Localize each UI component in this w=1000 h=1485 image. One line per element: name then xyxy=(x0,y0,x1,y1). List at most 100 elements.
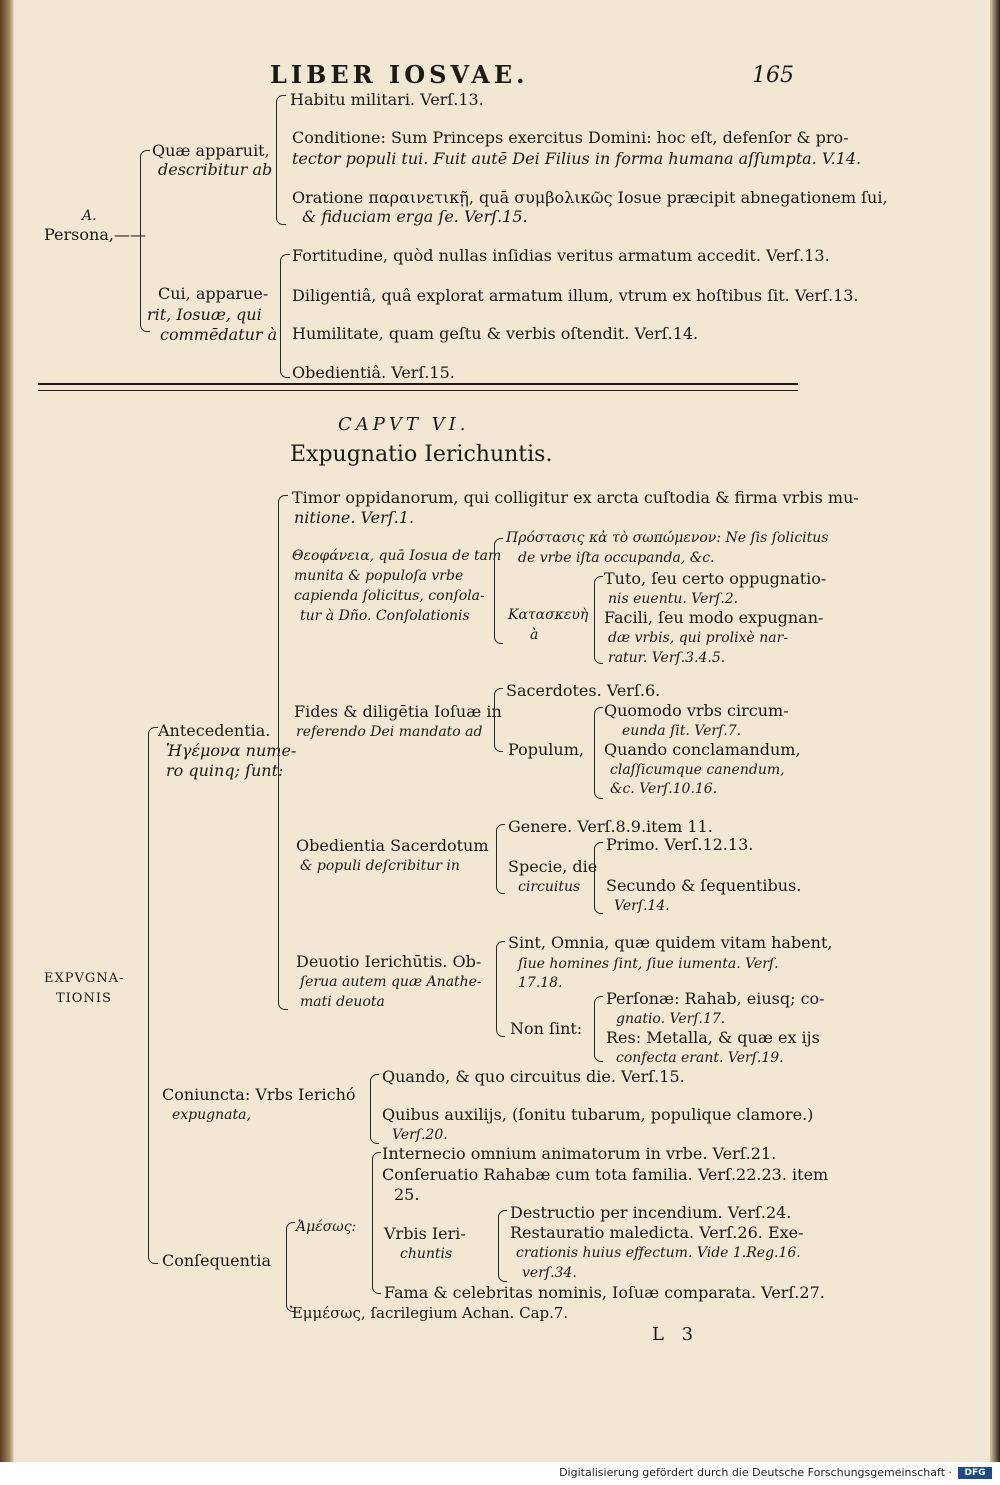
bracket-expugnationis xyxy=(148,727,158,1264)
cui-label-2: rit, Iosuæ, qui xyxy=(147,305,262,324)
fama: Fama & celebritas nominis, Ioſuæ compara… xyxy=(384,1283,825,1302)
vrbis-1: Vrbis Ieri- xyxy=(384,1224,466,1243)
res-1: Res: Metalla, & quæ ex ijs xyxy=(606,1028,820,1047)
antecedentia-label-1: Antecedentia. xyxy=(158,721,271,740)
quando2: Quando, & quo circuitus die. Verſ.15. xyxy=(382,1067,685,1086)
quibus-2: Verſ.20. xyxy=(392,1127,448,1143)
chapter-label: CAPVT VI. xyxy=(338,414,470,435)
restauratio-3: verſ.34. xyxy=(522,1265,577,1281)
personae-2: gnatio. Verſ.17. xyxy=(616,1011,726,1027)
dfg-logo[interactable]: DFG xyxy=(958,1467,992,1479)
signature-mark: L 3 xyxy=(652,1324,700,1345)
bracket-persona xyxy=(140,150,150,332)
kataskeue-2: à xyxy=(530,627,539,643)
emmesos: Ἐμμέσως, ſacrilegium Achan. Cap.7. xyxy=(290,1304,569,1322)
section-letter: A. xyxy=(82,208,97,224)
quomodo-1: Quomodo vrbs circum- xyxy=(604,701,789,720)
bracket-vrbis xyxy=(498,1210,507,1282)
coniuncta-2: expugnata, xyxy=(172,1107,251,1123)
page-gutter-shadow xyxy=(0,0,14,1462)
quando1-3: &c. Verſ.10.16. xyxy=(610,781,718,797)
qua-item-habitu: Habitu militari. Verſ.13. xyxy=(290,90,484,109)
theophaneia-2: munita & populoſa vrbe xyxy=(294,568,464,584)
theophaneia-3: capienda ſolicitus, conſola- xyxy=(294,588,485,604)
theophaneia-1: Θεοφάνεια, quā Iosua de tam xyxy=(292,548,502,564)
chapter-title: Expugnatio Ierichuntis. xyxy=(290,442,553,467)
quomodo-2: eunda ſit. Verſ.7. xyxy=(622,723,742,739)
qua-item-conditione-1: Conditione: Sum Princeps exercitus Domin… xyxy=(292,128,849,147)
restauratio-2: crationis huius effectum. Vide 1.Reg.16. xyxy=(516,1245,801,1261)
deuotio-2: ſerua autem quæ Anathe- xyxy=(300,974,482,990)
tuto-2: nis euentu. Verſ.2. xyxy=(608,591,739,607)
secundo-1: Secundo & ſequentibus. xyxy=(606,876,802,895)
page-number: 165 xyxy=(752,63,794,88)
antecedentia-label-3: ro quinq; ſunt: xyxy=(166,761,284,780)
conseruatio-2: 25. xyxy=(394,1185,420,1204)
cui-item-obedientia: Obedientiâ. Verſ.15. xyxy=(292,363,455,382)
kataskeue-1: Κατασκευὴ xyxy=(508,607,589,623)
bracket-qua xyxy=(276,95,286,225)
coniuncta-1: Coniuncta: Vrbs Ierichó xyxy=(162,1085,356,1104)
timor-1: Timor oppidanorum, qui colligitur ex arc… xyxy=(292,488,859,507)
qua-label-1: Quæ apparuit, xyxy=(152,141,270,160)
primo: Primo. Verſ.12.13. xyxy=(606,835,754,854)
cui-item-diligentia: Diligentiâ, quâ explorat armatum illum, … xyxy=(292,286,859,305)
specie-1: Specie, die xyxy=(508,857,598,876)
cui-label-3: commēdatur à xyxy=(160,325,278,344)
quibus-1: Quibus auxilijs, (ſonitu tubarum, populi… xyxy=(382,1105,814,1124)
deuotio-3: mati deuota xyxy=(300,994,385,1010)
personae-1: Perſonæ: Rahab, eiusq; co- xyxy=(606,989,825,1008)
internecio: Internecio omnium animatorum in vrbe. Ve… xyxy=(382,1144,777,1163)
sint-1: Sint, Omnia, quæ quidem vitam habent, xyxy=(508,933,833,952)
running-title: LIBER IOSVAE. xyxy=(270,60,529,89)
non-sint: Non ſint: xyxy=(510,1019,583,1038)
bracket-cui xyxy=(280,254,290,378)
bracket-consequentia xyxy=(286,1222,295,1312)
antecedentia-label-2: Ἡγέμονα nume- xyxy=(166,741,297,760)
res-2: confecta erant. Verſ.19. xyxy=(616,1050,784,1066)
page-edge-shadow xyxy=(990,0,1000,1462)
cui-label-1: Cui, apparue- xyxy=(158,284,269,303)
quando1-1: Quando conclamandum, xyxy=(604,740,801,759)
root-expugnationis-2: TIONIS xyxy=(56,991,112,1006)
bracket-obedientia xyxy=(496,824,505,894)
prostasis-2: de vrbe iſta occupanda, &c. xyxy=(518,550,715,566)
tuto-1: Tuto, ſeu certo oppugnatio- xyxy=(604,569,827,588)
footer-bar: Digitalisierung gefördert durch die Deut… xyxy=(0,1462,1000,1485)
bracket-fides xyxy=(494,688,503,752)
section-divider-rule xyxy=(38,383,798,391)
specie-2: circuitus xyxy=(518,879,581,895)
qua-item-oratione-1: Oratione παραινετικῇ, quā συμβολικῶς Ios… xyxy=(292,188,888,207)
qua-label-2: describitur ab xyxy=(158,160,273,179)
vrbis-2: chuntis xyxy=(400,1246,453,1262)
restauratio-1: Restauratio maledicta. Verſ.26. Exe- xyxy=(510,1223,804,1242)
bracket-kataskeue xyxy=(594,576,603,664)
bracket-antecedentia xyxy=(278,495,288,1010)
obedientia-1: Obedientia Sacerdotum xyxy=(296,836,489,855)
cui-item-fortitudine: Fortitudine, quòd nullas inſidias veritu… xyxy=(292,246,830,265)
qua-item-oratione-2: & fiduciam erga ſe. Verſ.15. xyxy=(302,207,528,226)
amesos: Ἀμέσως: xyxy=(296,1219,357,1235)
fides-1: Fides & diligētia Ioſuæ in xyxy=(294,702,502,721)
bracket-coniuncta xyxy=(370,1074,379,1144)
facili-3: ratur. Verſ.3.4.5. xyxy=(608,650,726,666)
facili-2: dæ vrbis, qui prolixè nar- xyxy=(608,630,789,646)
root-persona: Persona,—— xyxy=(44,225,146,244)
secundo-2: Verſ.14. xyxy=(614,898,670,914)
sint-3: 17.18. xyxy=(518,975,563,991)
genere: Genere. Verſ.8.9.item 11. xyxy=(508,817,713,836)
facili-1: Facili, ſeu modo expugnan- xyxy=(604,608,824,627)
theophaneia-4: tur à Dño. Conſolationis xyxy=(300,608,470,624)
bracket-populum xyxy=(594,707,603,799)
prostasis-1: Πρόστασις κἀ τὸ σωπώμενον: Ne ſis ſolici… xyxy=(506,530,829,546)
quando1-2: claſſicumque canendum, xyxy=(610,762,785,778)
bracket-deuotio xyxy=(496,941,505,1037)
consequentia-label: Conſequentia xyxy=(162,1251,271,1270)
cui-item-humilitate: Humilitate, quam geſtu & verbis oſtendit… xyxy=(292,324,699,343)
bracket-amesos xyxy=(372,1152,381,1294)
obedientia-2: & populi deſcribitur in xyxy=(300,858,460,874)
root-expugnationis-1: EXPVGNA- xyxy=(44,971,125,986)
footer-credit: Digitalisierung gefördert durch die Deut… xyxy=(559,1466,952,1479)
bracket-non-sint xyxy=(594,996,603,1062)
